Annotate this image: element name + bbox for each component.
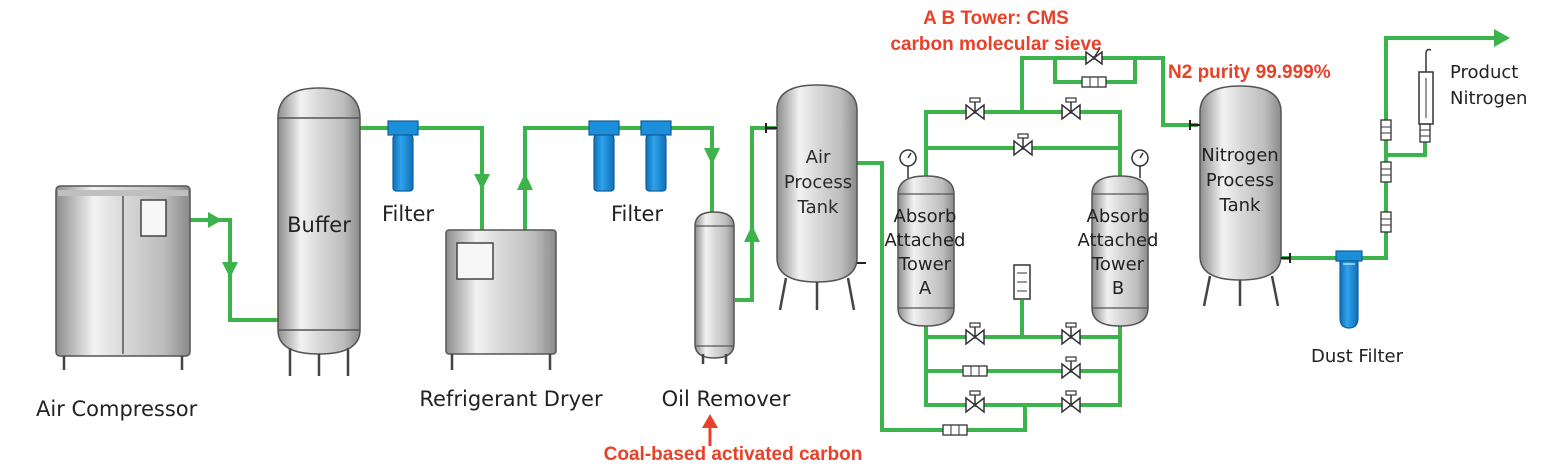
arrow-right <box>1494 29 1510 47</box>
oil-remover <box>694 211 735 364</box>
flow-meter <box>1013 264 1031 300</box>
label-air-compressor: Air Compressor <box>36 397 198 421</box>
orifice-icon <box>942 424 968 436</box>
arrow-down <box>222 262 238 278</box>
label-product-line1: Product <box>1450 62 1518 83</box>
label-filter-1: Filter <box>382 202 434 226</box>
arrow-down <box>474 174 490 190</box>
label-air-tank-line1: Air <box>806 147 831 168</box>
refrigerant-dryer <box>445 229 557 370</box>
label-tower-a-line2: Attached <box>885 230 966 251</box>
label-air-tank-line3: Tank <box>797 197 839 218</box>
label-n2-tank-line1: Nitrogen <box>1201 145 1278 166</box>
dust-filter <box>1335 250 1363 329</box>
valve-icon <box>1061 322 1081 346</box>
label-oil-remover: Oil Remover <box>662 387 791 411</box>
annotation-arrow <box>702 414 718 446</box>
annotation-ab-tower-line1: A B Tower: CMS <box>923 8 1069 29</box>
orifice-icon <box>962 365 988 377</box>
label-buffer: Buffer <box>287 213 351 237</box>
check-valve-icon <box>1085 47 1103 66</box>
label-tower-b-line1: Absorb <box>1087 206 1150 227</box>
label-tower-b-line4: B <box>1112 278 1124 299</box>
valve-icon <box>1061 97 1081 121</box>
labels: Air Compressor Buffer Filter Refrigerant… <box>36 8 1527 465</box>
valves <box>942 47 1431 436</box>
label-product-line2: Nitrogen <box>1450 88 1527 109</box>
filter-2 <box>588 120 672 192</box>
orifice-icon <box>1380 119 1392 141</box>
annotation-ab-tower-line2: carbon molecular sieve <box>890 34 1101 55</box>
filter-1 <box>387 120 419 192</box>
analyzer-icon <box>1418 48 1434 125</box>
label-tower-b-line2: Attached <box>1078 230 1159 251</box>
orifice-icon <box>1380 161 1392 183</box>
label-refrigerant-dryer: Refrigerant Dryer <box>419 387 603 411</box>
orifice-icon <box>1419 123 1431 143</box>
label-tower-a-line3: Tower <box>898 254 952 275</box>
flow-arrows <box>208 29 1510 278</box>
valve-icon <box>1061 390 1081 414</box>
pipes <box>190 36 1500 432</box>
label-tower-a-line1: Absorb <box>894 206 957 227</box>
annotation-activated-carbon: Coal-based activated carbon <box>604 444 863 465</box>
air-process-tank <box>765 84 866 311</box>
orifice-icon <box>1380 211 1392 233</box>
valve-icon <box>1013 133 1033 157</box>
valve-icon <box>965 390 985 414</box>
orifice-icon <box>1081 76 1107 88</box>
valve-icon <box>965 97 985 121</box>
label-air-tank-line2: Process <box>784 172 852 193</box>
label-tower-b-line3: Tower <box>1091 254 1145 275</box>
valve-icon <box>1061 356 1081 380</box>
buffer-tank <box>277 87 361 376</box>
absorb-tower-a <box>897 149 955 327</box>
arrow-down <box>704 148 720 165</box>
label-n2-tank-line2: Process <box>1206 170 1274 191</box>
arrow-up <box>517 173 533 190</box>
absorb-tower-b <box>1091 149 1149 327</box>
nitrogen-process-tank <box>1189 85 1291 307</box>
valve-icon <box>965 322 985 346</box>
arrow-right <box>208 212 222 228</box>
arrow-up <box>744 225 760 242</box>
label-n2-tank-line3: Tank <box>1219 195 1261 216</box>
label-dust-filter: Dust Filter <box>1311 346 1404 367</box>
label-tower-a-line4: A <box>919 278 932 299</box>
label-filter-2: Filter <box>611 202 663 226</box>
annotation-n2-purity: N2 purity 99.999% <box>1168 62 1331 83</box>
air-compressor <box>55 185 191 370</box>
